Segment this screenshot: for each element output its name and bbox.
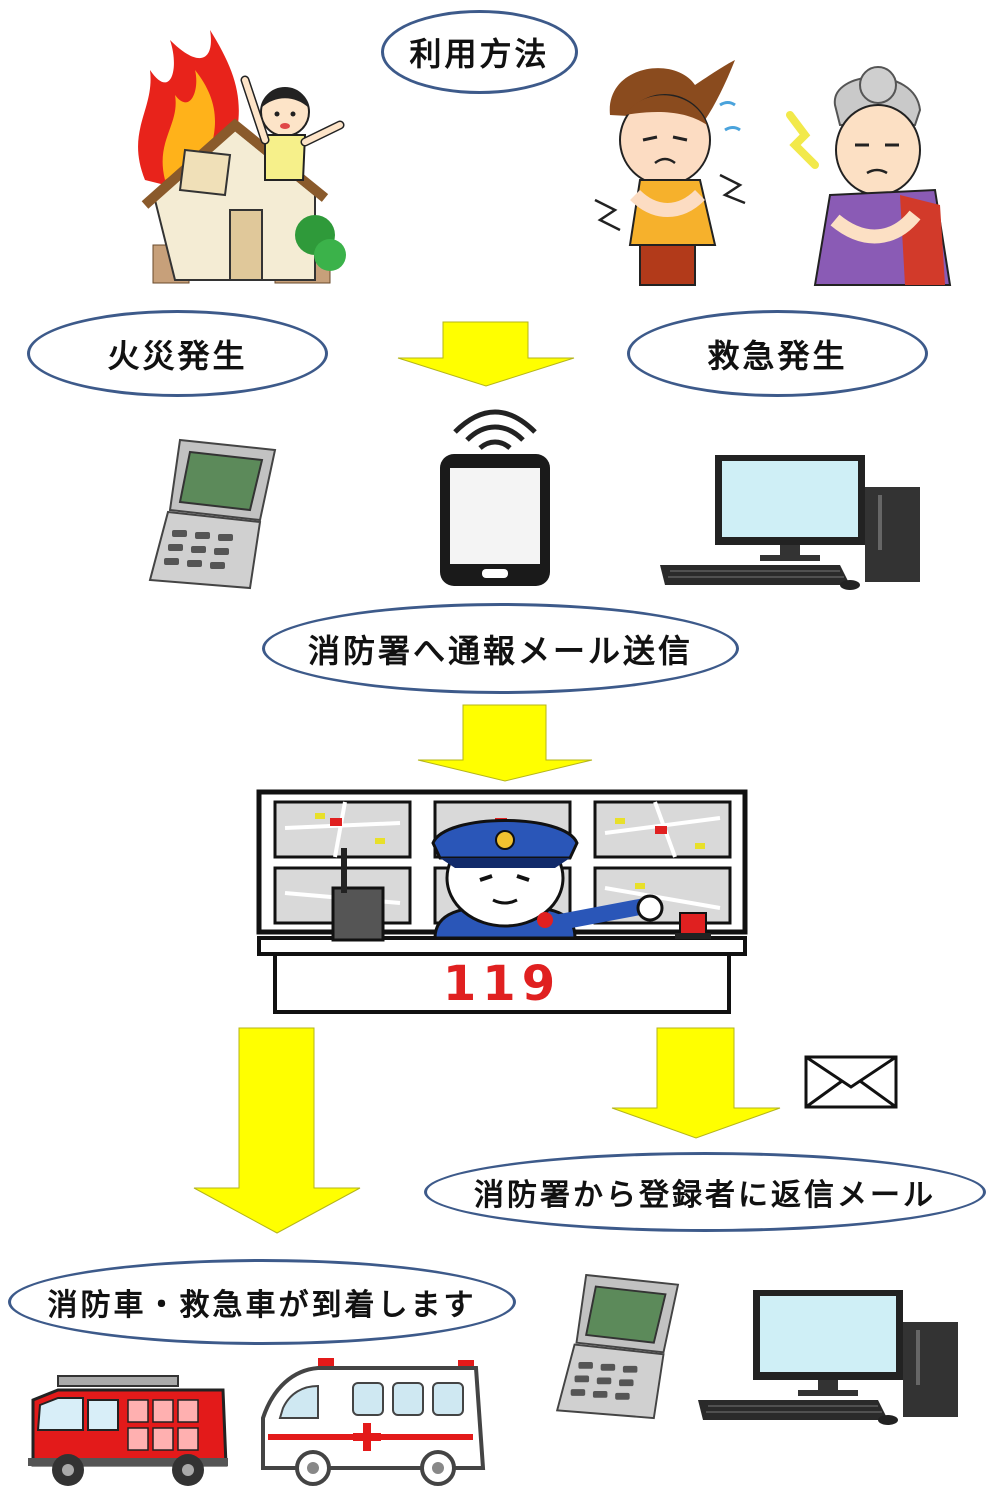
arrive-oval: 消防車・救急車が到着します xyxy=(8,1259,516,1345)
flip-phone-icon xyxy=(148,438,277,590)
dispatcher-console-icon: 119 xyxy=(256,789,748,1014)
down-arrow-icon xyxy=(611,1027,781,1139)
arrive-label: 消防車・救急車が到着します xyxy=(47,1288,477,1323)
title-oval: 利用方法 xyxy=(381,10,578,94)
down-arrow-icon xyxy=(397,321,575,387)
smartphone-icon xyxy=(440,409,550,586)
title-label: 利用方法 xyxy=(409,35,550,73)
flip-phone-icon xyxy=(555,1273,680,1420)
sick-woman-icon xyxy=(594,60,746,286)
desktop-pc-icon xyxy=(660,455,920,590)
emergency-oval: 救急発生 xyxy=(627,310,928,397)
desktop-pc-icon xyxy=(698,1290,958,1425)
house-fire-icon xyxy=(138,30,346,284)
console-number: 119 xyxy=(443,956,561,1012)
send-oval: 消防署へ通報メール送信 xyxy=(262,603,739,694)
emergency-label: 救急発生 xyxy=(707,336,848,375)
reply-oval: 消防署から登録者に返信メール xyxy=(424,1152,986,1232)
send-label: 消防署へ通報メール送信 xyxy=(307,631,693,670)
sick-elderly-woman-icon xyxy=(786,66,952,286)
fire-label: 火災発生 xyxy=(107,336,248,375)
ambulance-icon xyxy=(261,1358,486,1486)
down-arrow-icon xyxy=(193,1027,361,1234)
down-arrow-icon xyxy=(417,704,593,782)
envelope-icon xyxy=(804,1055,898,1109)
fire-truck-icon xyxy=(28,1375,228,1486)
fire-oval: 火災発生 xyxy=(27,310,328,397)
reply-label: 消防署から登録者に返信メール xyxy=(474,1178,936,1213)
